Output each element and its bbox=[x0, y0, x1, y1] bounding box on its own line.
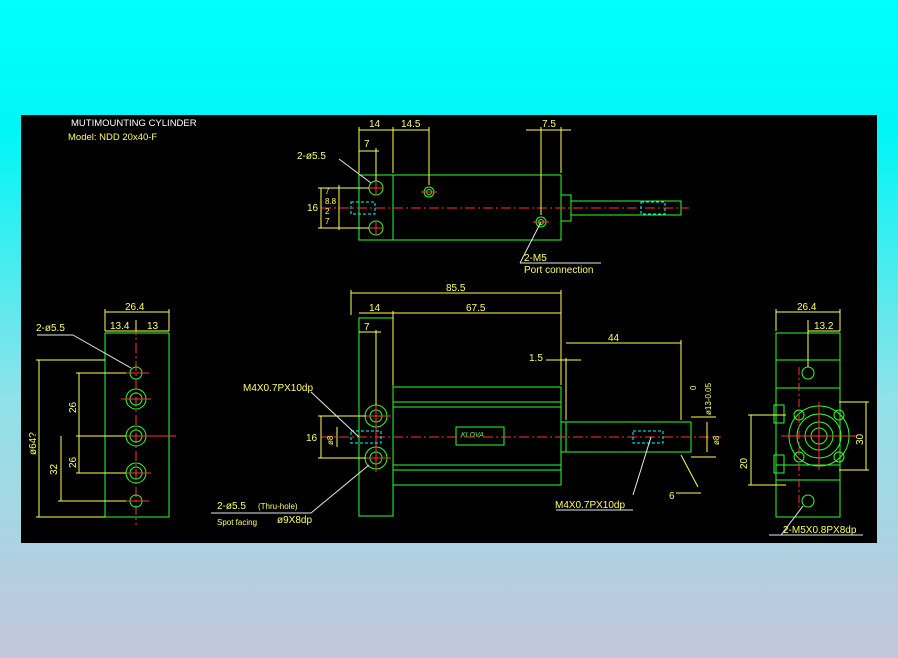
left-holes bbox=[121, 366, 176, 508]
top-rod-thread-hidden bbox=[640, 201, 666, 215]
dim-left-32: 32 bbox=[49, 463, 60, 475]
dim-top-16: 16 bbox=[307, 203, 319, 214]
dim-left-26b: 26 bbox=[68, 456, 79, 468]
top-port-note: Port connection bbox=[524, 265, 594, 276]
dim-front-16: 16 bbox=[306, 433, 318, 444]
cad-drawing: MUTIMOUNTING CYLINDER Model: NDD 20x40-F… bbox=[28, 118, 869, 536]
svg-text:ø13-0.05: ø13-0.05 bbox=[704, 382, 713, 415]
dim-front-85-5: 85.5 bbox=[446, 283, 466, 294]
svg-text:ø8: ø8 bbox=[326, 435, 335, 445]
drawing-title: MUTIMOUNTING CYLINDER bbox=[71, 118, 197, 129]
top-hole-label: 2-ø5.5 bbox=[297, 151, 326, 162]
right-top-hole bbox=[801, 366, 815, 380]
dim-left-64: ø64? bbox=[28, 432, 39, 455]
left-hole-label: 2-ø5.5 bbox=[36, 323, 65, 334]
right-end-view: 26.4 13.2 30 20 2-M5X0.8PX8dp bbox=[739, 302, 869, 536]
svg-text:7: 7 bbox=[325, 187, 330, 196]
dim-right-20: 20 bbox=[739, 457, 750, 469]
svg-text:(Thru-hole): (Thru-hole) bbox=[258, 502, 298, 511]
dim-left-26a: 26 bbox=[68, 401, 79, 413]
left-end-view: 26.4 13.4 13 26 26 32 ø64? 2-ø5.5 bbox=[28, 302, 176, 525]
dim-front-6: 6 bbox=[669, 491, 675, 502]
top-thread-hidden bbox=[350, 201, 376, 215]
dim-front-14: 14 bbox=[369, 303, 381, 314]
top-view: 14 14.5 7.5 7 16 7 8.8 2 7 2-ø5.5 2-M5 P… bbox=[297, 119, 689, 276]
dim-left-13-4: 13.4 bbox=[110, 321, 130, 332]
dim-right-26-4: 26.4 bbox=[797, 302, 817, 313]
model-label: Model: NDD 20x40-F bbox=[68, 132, 157, 143]
dim-top-14-5: 14.5 bbox=[401, 119, 421, 130]
dim-top-7-5: 7.5 bbox=[542, 119, 556, 130]
front-hole-note: 2-ø5.5 bbox=[217, 501, 246, 512]
dim-front-7: 7 bbox=[364, 322, 370, 333]
right-bottom-hole bbox=[801, 494, 815, 508]
brand-label bbox=[455, 426, 505, 446]
right-thread-label: 2-M5X0.8PX8dp bbox=[783, 525, 857, 536]
drawing-sheet: MUTIMOUNTING CYLINDER Model: NDD 20x40-F… bbox=[21, 115, 877, 543]
top-port-label: 2-M5 bbox=[524, 253, 547, 264]
front-thread-right: M4X0.7PX10dp bbox=[555, 500, 625, 511]
svg-text:ø8: ø8 bbox=[712, 435, 721, 445]
dim-top-7: 7 bbox=[364, 139, 370, 150]
dim-left-26-4: 26.4 bbox=[125, 302, 145, 313]
dim-top-14: 14 bbox=[369, 119, 381, 130]
dim-front-1-5: 1.5 bbox=[529, 353, 543, 364]
left-plate bbox=[104, 332, 170, 518]
svg-text:8.8: 8.8 bbox=[325, 197, 337, 206]
svg-text:7: 7 bbox=[325, 217, 330, 226]
dim-right-13-2: 13.2 bbox=[814, 321, 834, 332]
dim-front-44: 44 bbox=[608, 333, 620, 344]
brand-text: KLOVA bbox=[461, 432, 484, 439]
front-spot-facing: Spot facing bbox=[217, 518, 257, 527]
front-view: KLOVA 85.5 14 67.5 7 44 1.5 16 bbox=[211, 283, 721, 527]
svg-text:0: 0 bbox=[689, 385, 698, 390]
front-thread-left: M4X0.7PX10dp bbox=[243, 383, 313, 394]
svg-text:ø9X8dp: ø9X8dp bbox=[277, 515, 312, 526]
svg-text:2: 2 bbox=[325, 207, 330, 216]
dim-front-67-5: 67.5 bbox=[466, 303, 486, 314]
dim-right-30: 30 bbox=[855, 433, 866, 445]
dim-left-13: 13 bbox=[147, 321, 159, 332]
